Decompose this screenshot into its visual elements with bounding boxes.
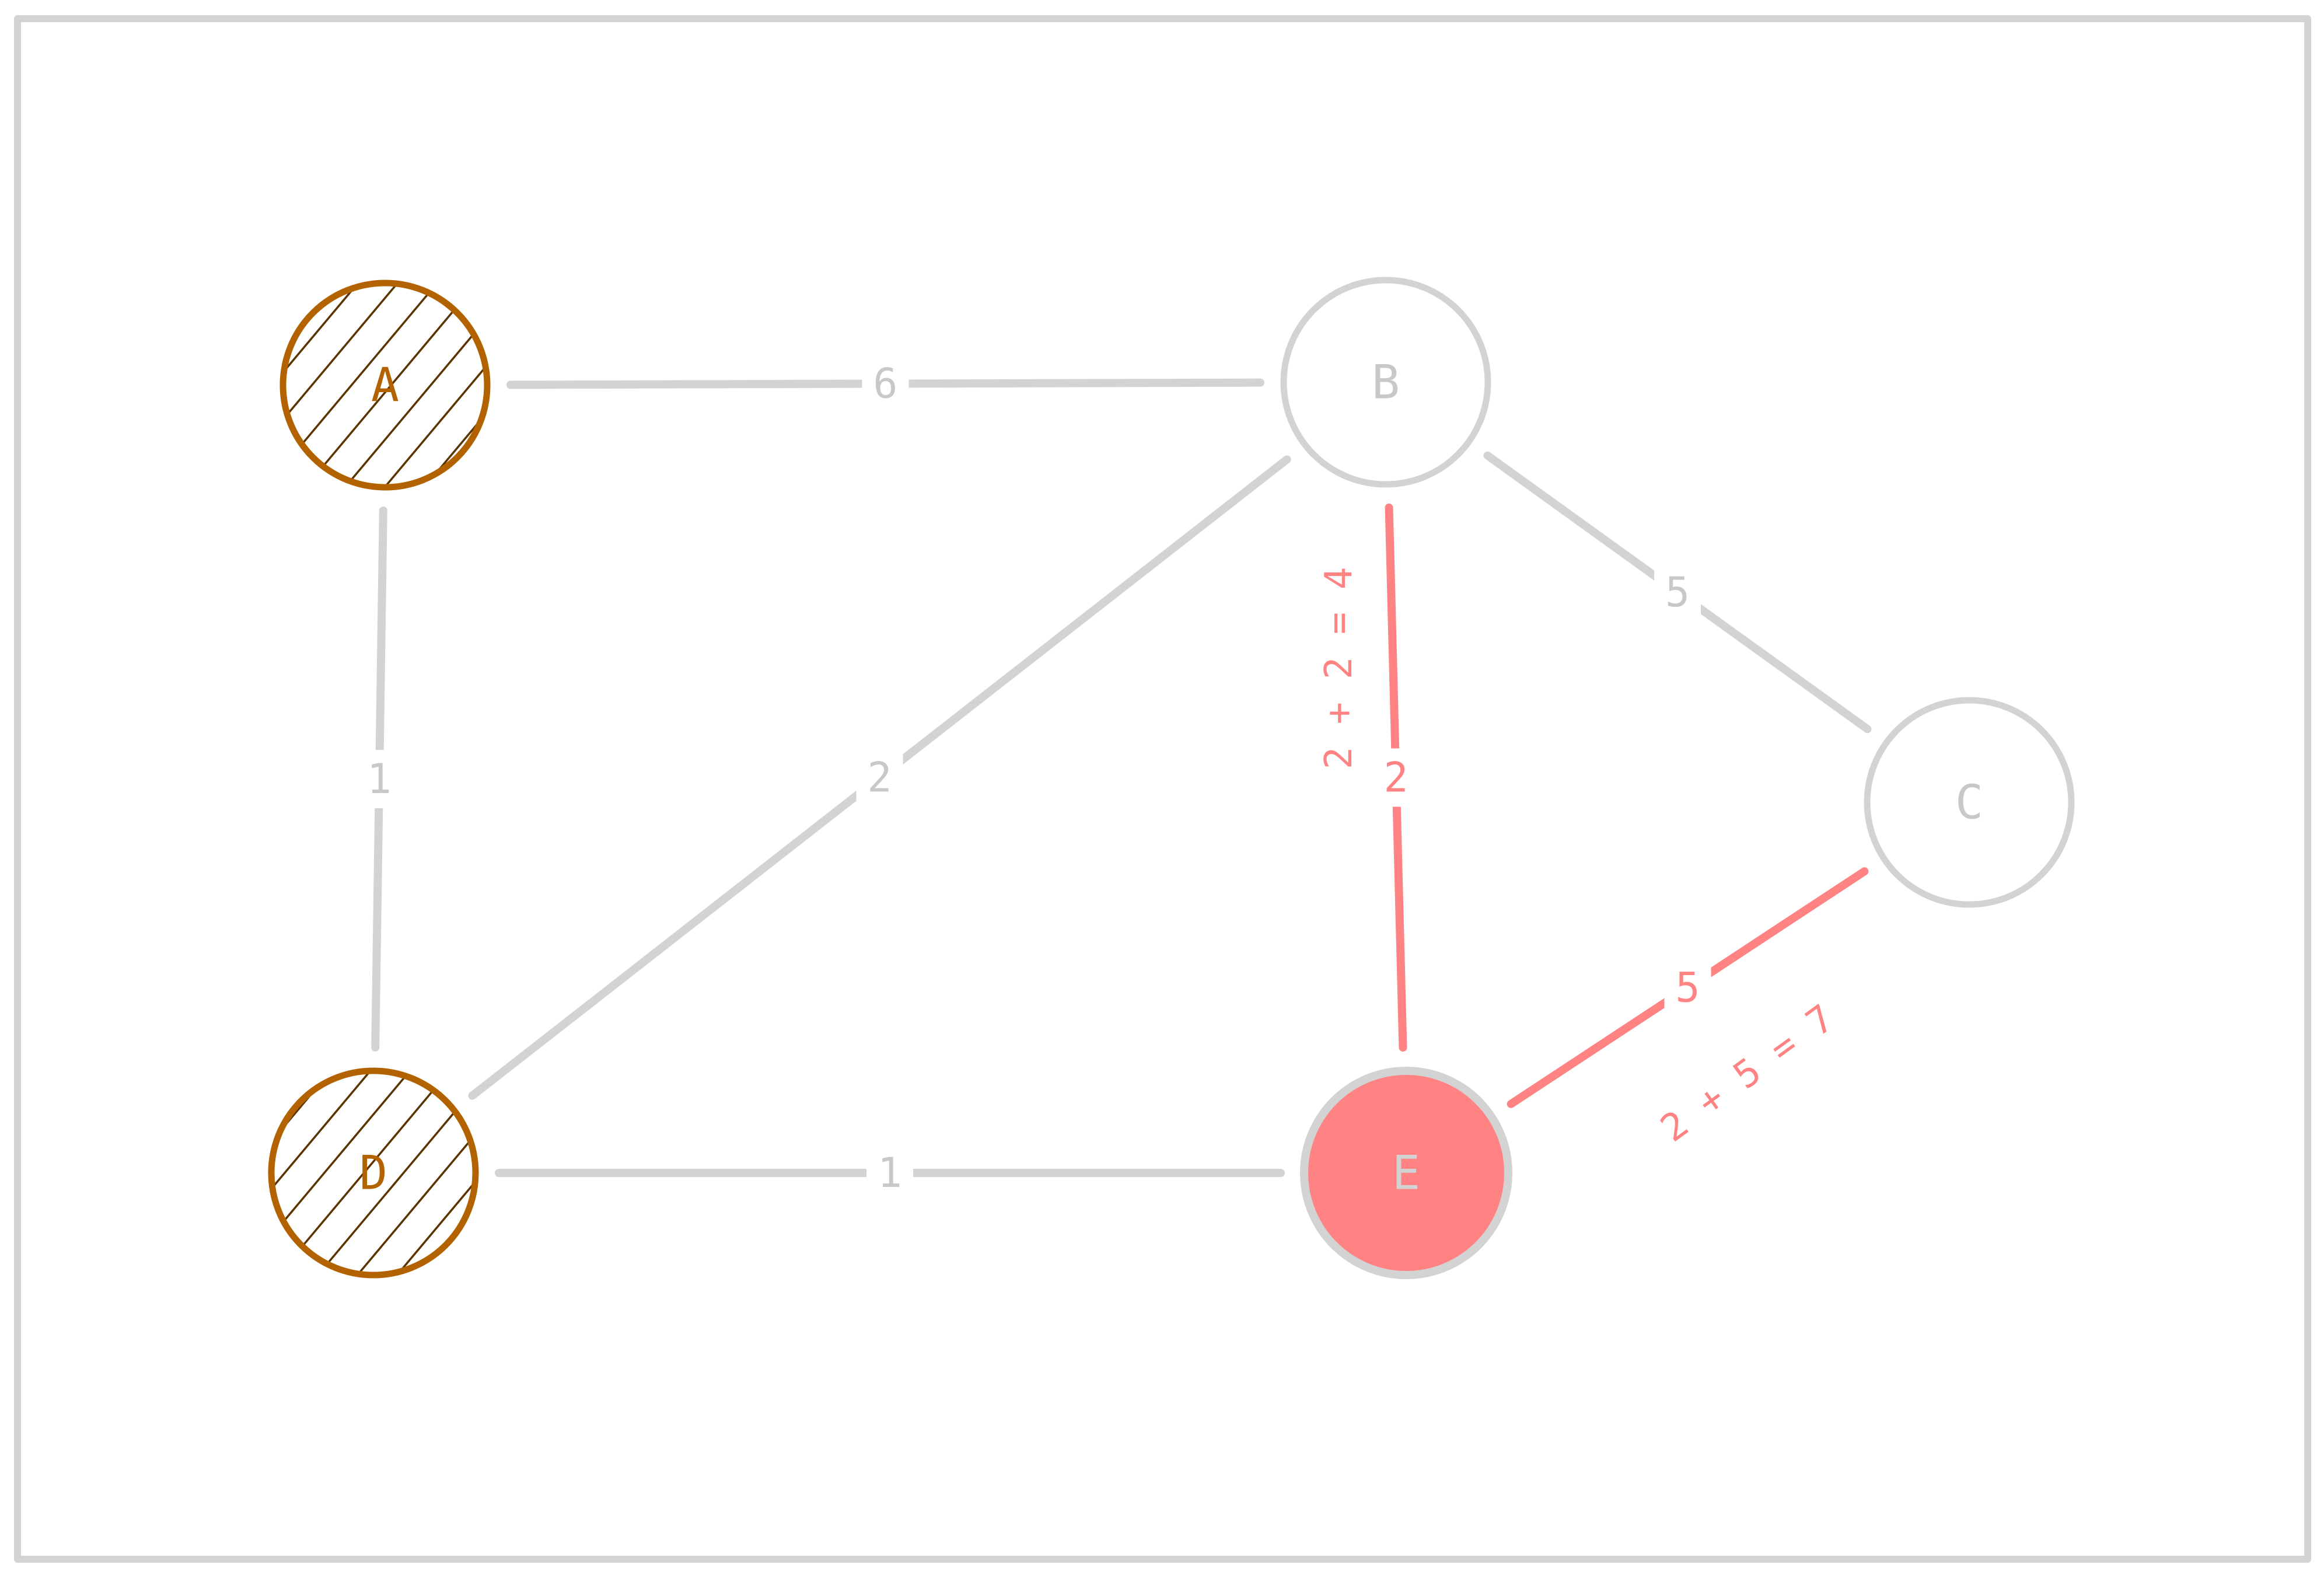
edge-weight-a-d: 1 (367, 755, 392, 803)
edge-weight-a-b: 6 (873, 360, 897, 408)
edge-annotation-b-e: 2 + 2 = 4 (1317, 567, 1361, 770)
edges: 6 1 2 5 1 2 5 (356, 354, 1872, 1202)
canvas-frame (14, 15, 2311, 1563)
node-label-a: A (371, 358, 399, 413)
node-d (268, 1067, 479, 1279)
edge-weight-background (866, 1144, 913, 1202)
node-label-b: B (1372, 355, 1400, 410)
edge-weight-b-c: 5 (1665, 568, 1690, 616)
node-label-e: E (1392, 1146, 1420, 1200)
node-label-c: C (1955, 776, 1983, 830)
edge-weight-c-e: 5 (1675, 964, 1700, 1012)
node-c (1864, 697, 2075, 908)
node-a (279, 280, 491, 491)
edge-weight-background (1372, 748, 1420, 807)
node-label-d: D (359, 1146, 387, 1200)
nodes: A B C D E (268, 277, 2075, 1279)
node-e (1300, 1067, 1512, 1279)
edge-weight-background (862, 354, 909, 413)
edge-weight-background (1664, 958, 1711, 1017)
node-b (1280, 277, 1491, 488)
edge-weight-background (1654, 563, 1701, 621)
edge-annotation-c-e: 2 + 5 = 7 (1653, 997, 1842, 1151)
edge-weight-d-e: 1 (878, 1149, 902, 1197)
edge-weight-background (356, 750, 403, 808)
edge-weight-b-e: 2 (1383, 754, 1408, 802)
edge-weight-b-d: 2 (867, 754, 892, 802)
edge-weight-background (856, 748, 903, 807)
